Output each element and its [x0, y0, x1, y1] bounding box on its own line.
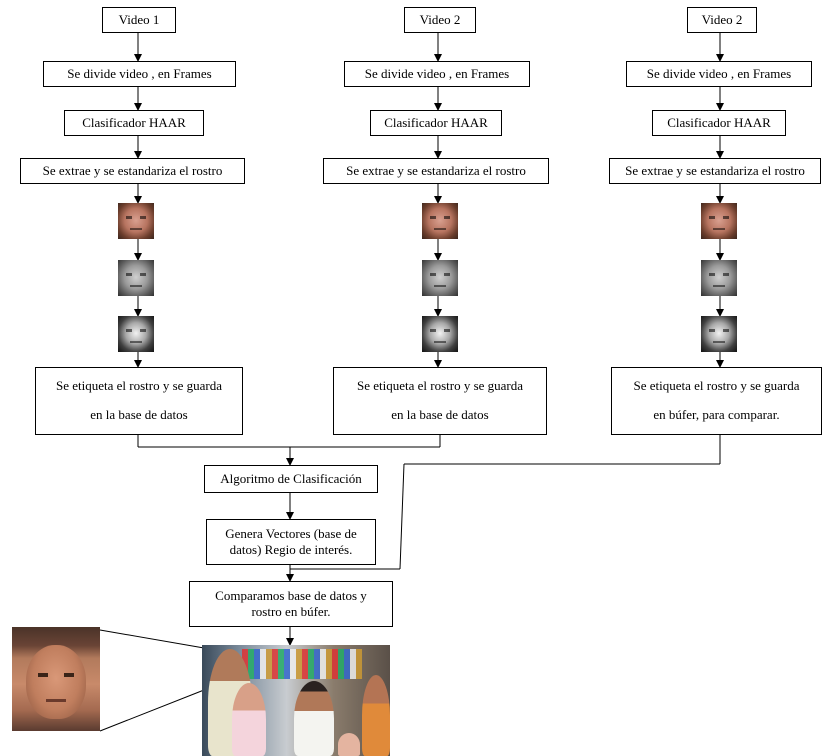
video-1-box: Video 1 — [102, 7, 176, 33]
generate-vectors-box: Genera Vectores (base de datos) Regio de… — [206, 519, 376, 565]
generate-vectors-line2: datos) Regio de interés. — [229, 542, 353, 557]
tag-store-line2-1: en la base de datos — [90, 407, 188, 423]
tag-store-line1-2: Se etiqueta el rostro y se guarda — [356, 378, 524, 394]
color-face-image-1 — [118, 203, 154, 239]
video-3-box: Video 2 — [687, 7, 757, 33]
cropped-face-photo — [12, 627, 100, 731]
extract-face-box-2: Se extrae y se estandariza el rostro — [323, 158, 549, 184]
tag-store-box-2: Se etiqueta el rostro y se guarda en la … — [333, 367, 547, 435]
family-photo — [202, 645, 390, 756]
extract-face-box-1: Se extrae y se estandariza el rostro — [20, 158, 245, 184]
compare-line2: rostro en búfer. — [251, 604, 331, 619]
video-2-box: Video 2 — [404, 7, 476, 33]
extract-face-box-3: Se extrae y se estandariza el rostro — [609, 158, 821, 184]
haar-classifier-box-2: Clasificador HAAR — [370, 110, 502, 136]
classification-algorithm-box: Algoritmo de Clasificación — [204, 465, 378, 493]
haar-classifier-box-3: Clasificador HAAR — [652, 110, 786, 136]
buffer-diagonal — [399, 463, 405, 570]
haar-classifier-box-1: Clasificador HAAR — [64, 110, 204, 136]
zoom-line-bottom — [99, 689, 205, 732]
color-face-image-3 — [701, 203, 737, 239]
compare-line1: Comparamos base de datos y — [215, 587, 367, 603]
tag-store-line2-2: en la base de datos — [391, 407, 489, 423]
split-frames-box-1: Se divide video , en Frames — [43, 61, 236, 87]
grayscale-face-image-2 — [422, 260, 458, 296]
tag-buffer-line2-3: en búfer, para comparar. — [653, 407, 780, 423]
tag-buffer-line1-3: Se etiqueta el rostro y se guarda — [633, 378, 800, 394]
split-frames-box-2: Se divide video , en Frames — [344, 61, 530, 87]
grayscale-face-image-3 — [701, 260, 737, 296]
generate-vectors-line1: Genera Vectores (base de — [225, 525, 357, 541]
zoom-line-top — [99, 629, 205, 649]
equalized-face-image-3 — [701, 316, 737, 352]
color-face-image-2 — [422, 203, 458, 239]
tag-store-box-1: Se etiqueta el rostro y se guarda en la … — [35, 367, 243, 435]
compare-box: Comparamos base de datos y rostro en búf… — [189, 581, 393, 627]
tag-store-line1-1: Se etiqueta el rostro y se guarda — [55, 378, 223, 394]
equalized-face-image-2 — [422, 316, 458, 352]
equalized-face-image-1 — [118, 316, 154, 352]
grayscale-face-image-1 — [118, 260, 154, 296]
tag-buffer-box-3: Se etiqueta el rostro y se guarda en búf… — [611, 367, 822, 435]
split-frames-box-3: Se divide video , en Frames — [626, 61, 812, 87]
